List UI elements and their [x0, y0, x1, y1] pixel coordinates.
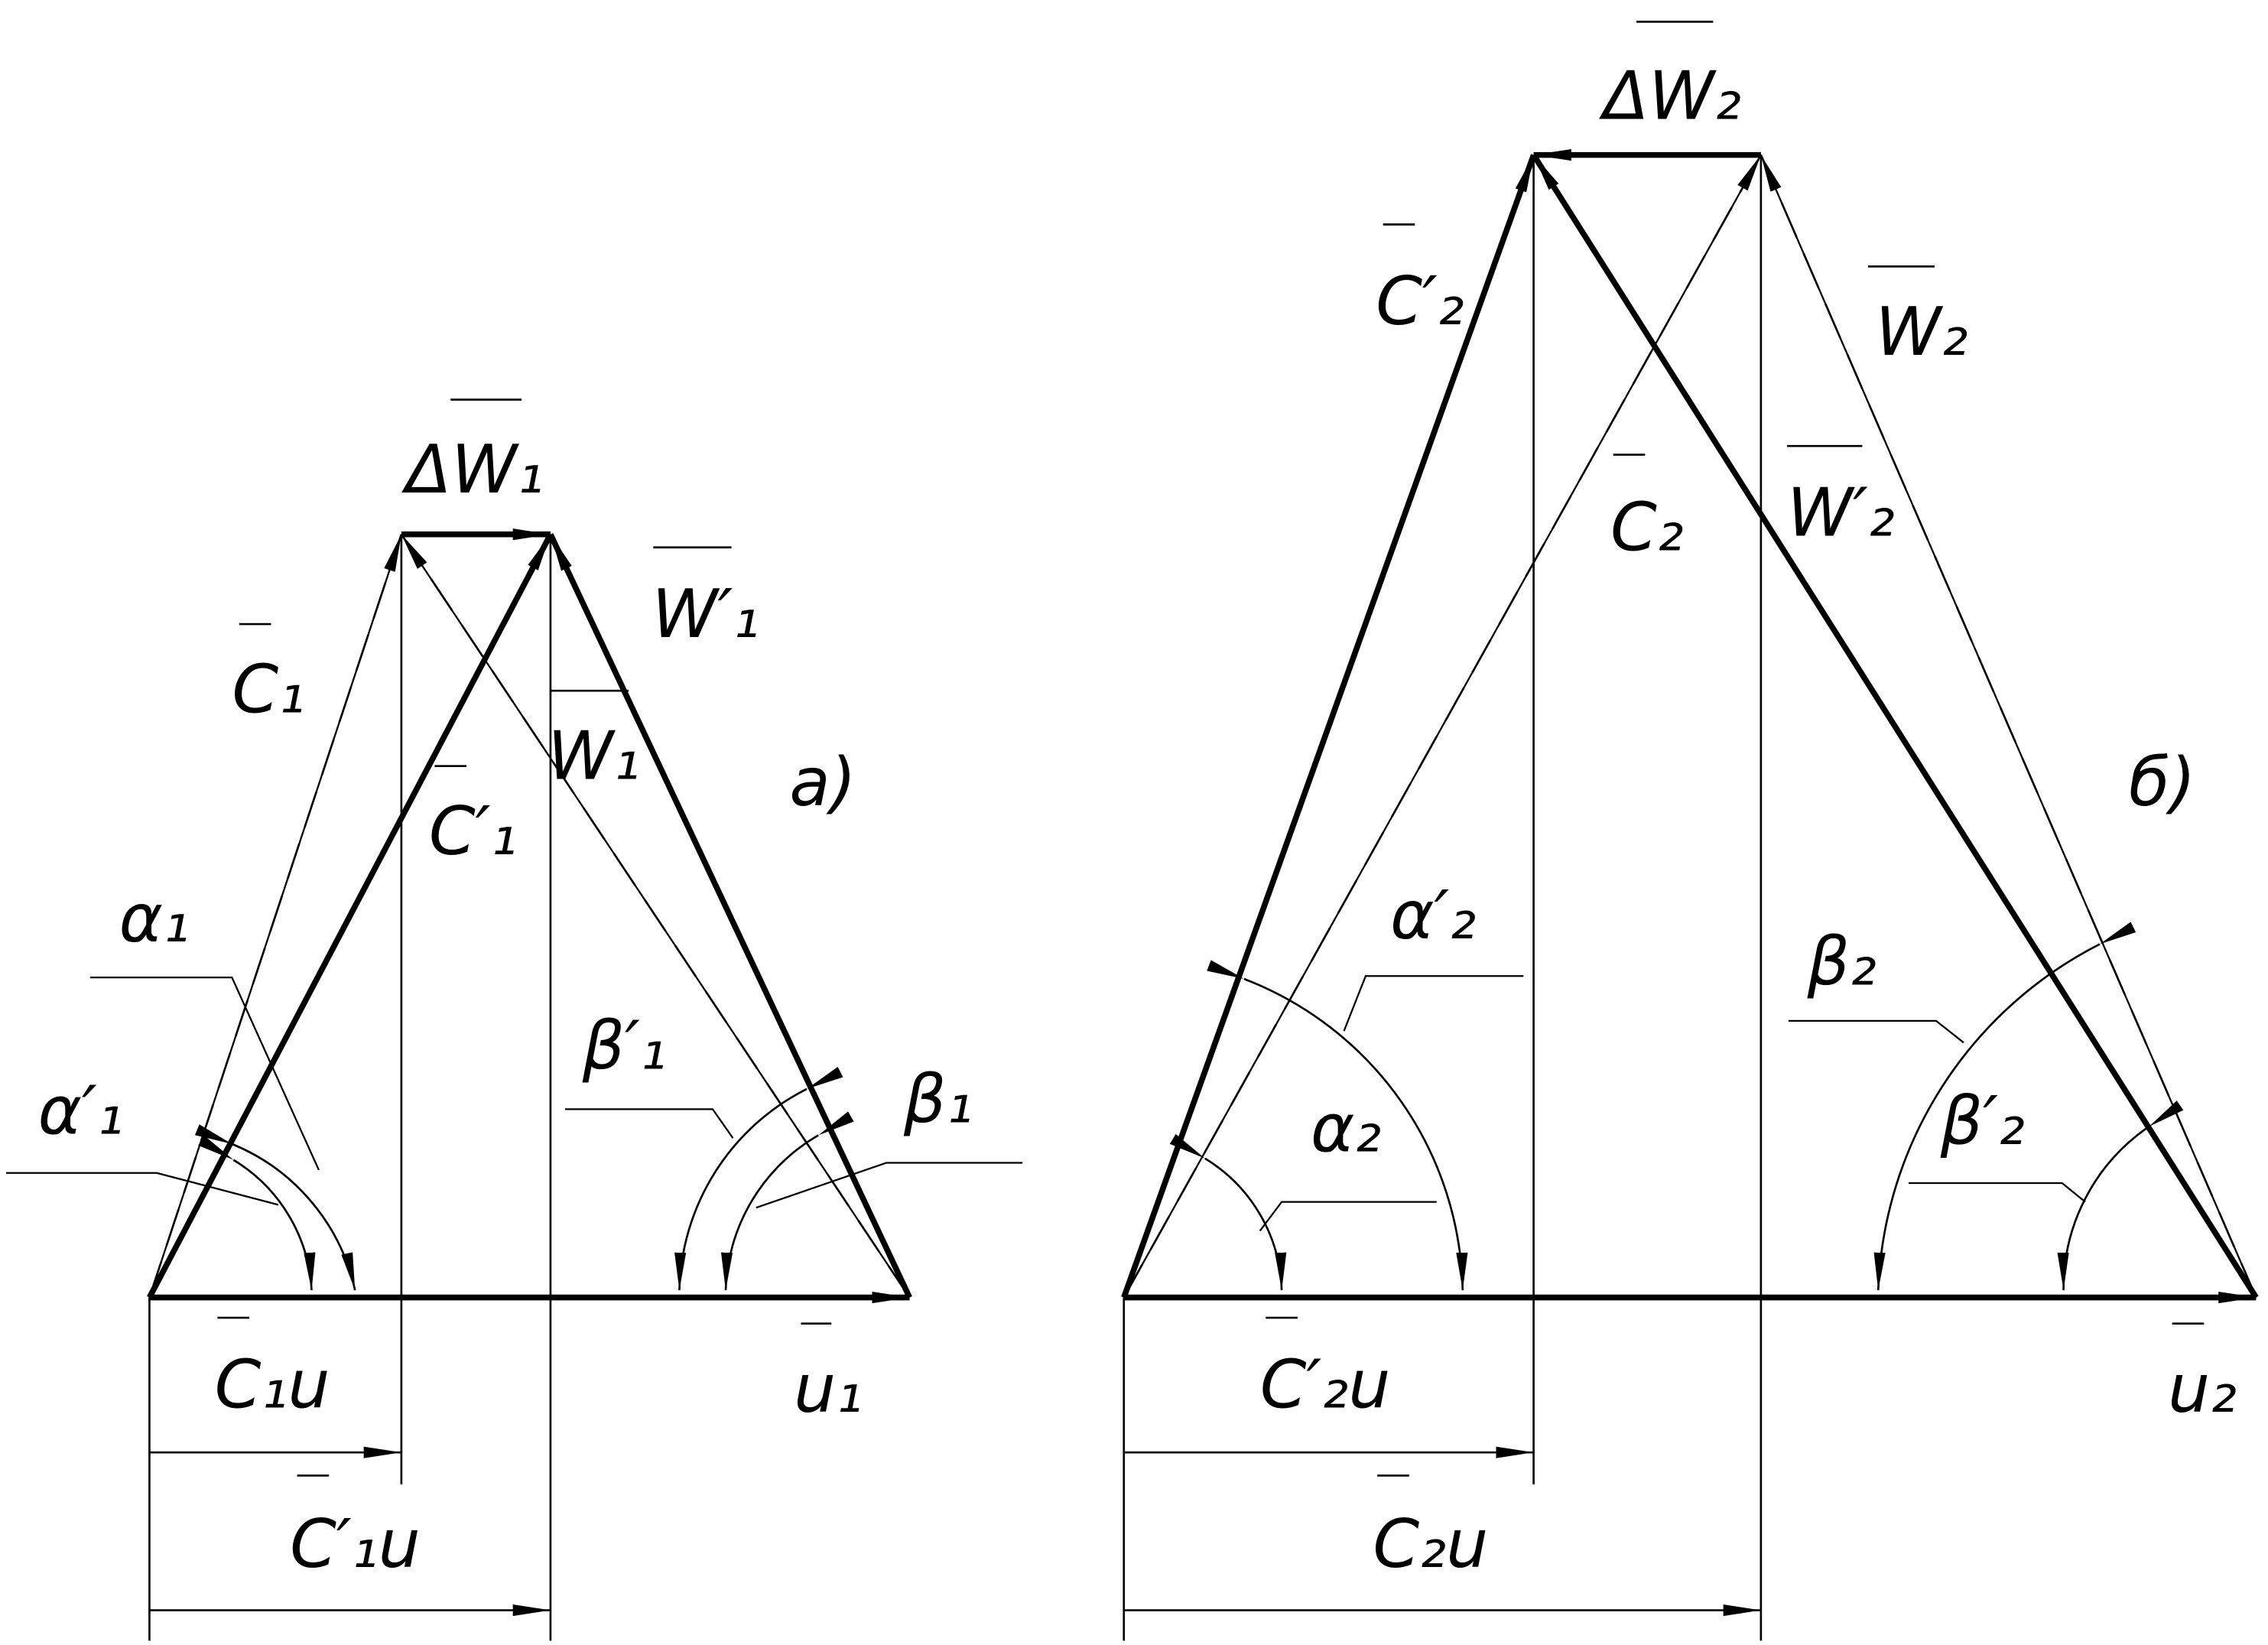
- label-w2: W₂: [1875, 293, 1967, 371]
- leader-beta2-prime: [1909, 1182, 2086, 1203]
- label-delta-w1: ΔW₁: [401, 431, 544, 509]
- angle-arc-beta2: [2057, 1100, 2184, 1291]
- angle-arc-beta1: [720, 1111, 854, 1291]
- label-beta2: β₂: [1806, 923, 1876, 1001]
- vector-w1: [400, 533, 911, 1299]
- label-alpha2-prime: α′₂: [1390, 876, 1476, 954]
- label-c1u-prime: C′₁u: [290, 1505, 421, 1583]
- label-alpha2: α₂: [1311, 1089, 1381, 1167]
- vector-c1: [148, 534, 403, 1298]
- label-c2-prime: C′₂: [1376, 262, 1464, 340]
- leader-beta2: [1788, 1019, 1964, 1044]
- label-u2: u₂: [2168, 1350, 2237, 1428]
- leader-alpha2-prime: [1343, 975, 1524, 1032]
- vector-c2-prime: [1121, 154, 1537, 1299]
- label-c1-prime: C′₁: [429, 792, 518, 870]
- label-w2-prime: W′₂: [1787, 474, 1895, 552]
- panel-label-b: б): [2129, 743, 2196, 821]
- label-c2u-prime: C′₂u: [1260, 1345, 1391, 1423]
- leader-alpha2: [1259, 1201, 1437, 1232]
- leader-alpha1-prime: [5, 1172, 279, 1206]
- vector-c1-prime: [147, 532, 554, 1299]
- diagram-b: ΔW₂ C′₂ W₂ C₂ W′₂ б) α′₂ β₂ α₂ β′₂ u₂ C′…: [1121, 21, 2259, 1641]
- leader-beta1: [755, 1162, 1023, 1209]
- leader-beta1-prime: [564, 1108, 734, 1139]
- label-c2u: C₂u: [1373, 1505, 1488, 1583]
- label-alpha1-prime: α′₁: [38, 1072, 124, 1150]
- angle-arc-beta1-prime: [674, 1066, 843, 1291]
- label-w1-prime: W′₁: [651, 575, 759, 653]
- label-u1: u₁: [794, 1350, 863, 1428]
- label-w1: W₁: [548, 717, 640, 795]
- label-beta1-prime: β′₁: [582, 1006, 667, 1084]
- label-delta-w2: ΔW₂: [1598, 57, 1741, 135]
- leader-alpha1: [89, 976, 320, 1171]
- angle-arc-beta2-prime: [1873, 922, 2136, 1291]
- angle-arc-alpha1-prime: [198, 1135, 316, 1291]
- label-alpha1: α₁: [119, 879, 190, 957]
- label-beta2-prime: β′₂: [1940, 1082, 2025, 1160]
- angle-arc-alpha2: [1169, 1133, 1287, 1291]
- label-c1u: C₁u: [215, 1345, 330, 1423]
- angle-arc-alpha1: [194, 1124, 356, 1291]
- diagram-a: ΔW₁ W′₁ W₁ C₁ C′₁ а) α₁ α′₁ β′₁ β₁ u₁ C₁…: [5, 398, 1023, 1641]
- label-beta1: β₁: [903, 1060, 973, 1138]
- angle-arc-alpha2-prime: [1207, 960, 1468, 1291]
- panel-label-a: а): [789, 743, 856, 821]
- vector-w2: [1759, 154, 2257, 1299]
- label-c1: C₁: [232, 651, 305, 729]
- label-c2: C₂: [1610, 489, 1684, 567]
